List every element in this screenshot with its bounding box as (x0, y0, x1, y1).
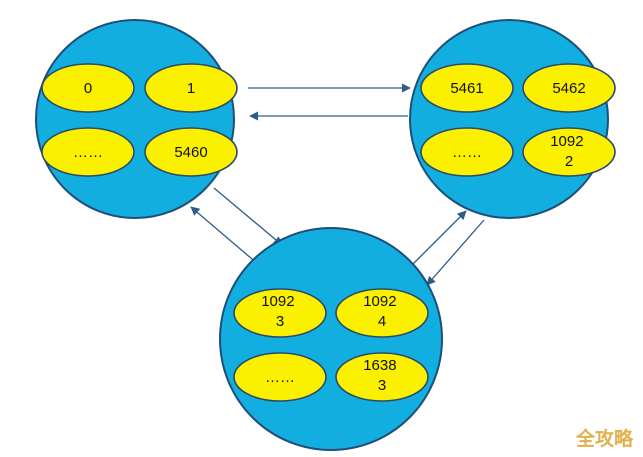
slot-label: …… (73, 144, 103, 161)
arrow-c-to-b (408, 210, 467, 269)
watermark-text: 全攻略 (575, 427, 634, 450)
slot-label: 0 (84, 80, 92, 97)
slot-label: 1092 2 (550, 133, 588, 170)
slot-ellipse-ellipsis: …… (420, 127, 514, 177)
slot-ellipse-1: 1 (144, 63, 238, 113)
slot-label-line: 5460 (174, 144, 207, 161)
slot-ellipse-10923: 1092 3 (233, 288, 327, 338)
node-c: 1092 3 1092 4 …… 1638 (219, 227, 443, 451)
node-b: 5461 5462 …… 1092 2 (409, 19, 616, 219)
slot-label: …… (452, 144, 482, 161)
slot-label: 1 (187, 80, 195, 97)
slot-label-line: 1092 (261, 293, 294, 310)
slot-label: 1638 3 (363, 357, 401, 394)
arrow-b-to-c (426, 219, 485, 286)
node-c-circle (219, 227, 443, 451)
node-a-circle (35, 19, 235, 219)
slot-ellipse-ellipsis: …… (41, 127, 135, 177)
slot-label: 5462 (552, 80, 585, 97)
slot-ellipse-5460: 5460 (144, 127, 238, 177)
slot-ellipse-ellipsis: …… (233, 352, 327, 402)
connection-arrows (190, 83, 485, 286)
arrow-c-to-a (190, 206, 260, 266)
slot-ellipse-5461: 5461 (420, 63, 514, 113)
slot-label-line: …… (265, 369, 295, 386)
slot-ellipse-5462: 5462 (522, 63, 616, 113)
slot-label-line: 2 (565, 153, 573, 170)
slot-label-line: 0 (84, 80, 92, 97)
slot-label-line: 1 (187, 80, 195, 97)
slot-label-line: 3 (378, 377, 386, 394)
node-b-circle (409, 19, 609, 219)
slot-ellipse-16383: 1638 3 (335, 352, 429, 402)
slot-label-line: …… (73, 144, 103, 161)
slot-label-line: 5462 (552, 80, 585, 97)
slot-label: …… (265, 369, 295, 386)
slot-label-line: 4 (378, 313, 386, 330)
slot-label-line: 1092 (363, 293, 396, 310)
slot-label: 5460 (174, 144, 207, 161)
slot-ellipse-10924: 1092 4 (335, 288, 429, 338)
slot-label-line: 3 (276, 313, 284, 330)
slot-label: 5461 (450, 80, 483, 97)
slot-label-line: …… (452, 144, 482, 161)
slot-label-line: 5461 (450, 80, 483, 97)
slot-ellipse-10922: 1092 2 (522, 127, 616, 177)
slot-label: 1092 3 (261, 293, 299, 330)
slot-label: 1092 4 (363, 293, 401, 330)
node-a: 0 1 …… 5460 (35, 19, 238, 219)
slot-label-line: 1092 (550, 133, 583, 150)
arrow-a-to-c (213, 187, 283, 246)
slot-label-line: 1638 (363, 357, 396, 374)
slot-ellipse-0: 0 (41, 63, 135, 113)
